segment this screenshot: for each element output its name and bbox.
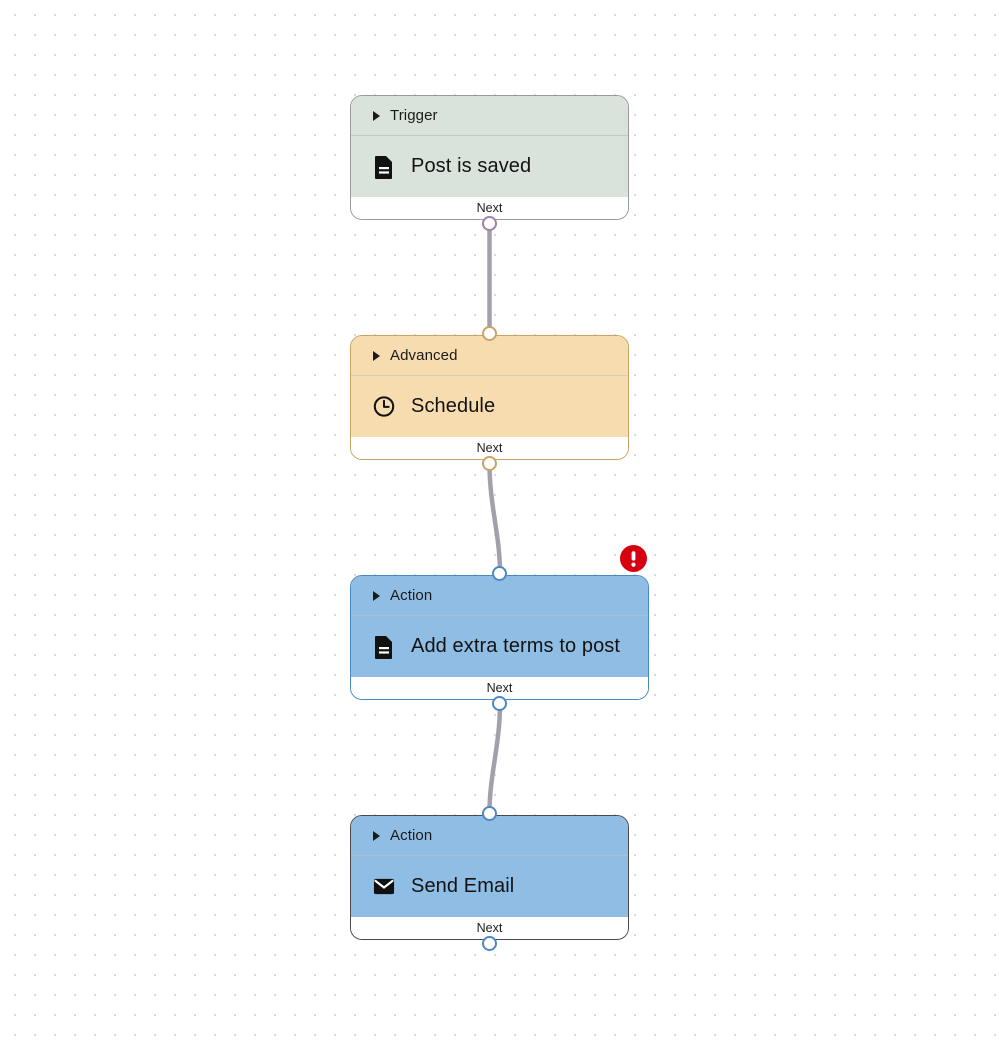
node-kind-label: Advanced — [390, 347, 458, 364]
envelope-icon — [373, 875, 395, 899]
workflow-node-advanced[interactable]: Advanced Schedule Next — [350, 335, 629, 460]
node-output-port-action-add-extra-terms[interactable] — [492, 696, 507, 711]
node-body[interactable]: Send Email — [351, 856, 628, 917]
node-kind-label: Trigger — [390, 107, 438, 124]
node-next-label: Next — [476, 201, 503, 215]
node-footer[interactable]: Next — [351, 677, 648, 699]
node-kind-label: Action — [390, 587, 433, 604]
node-next-label: Next — [486, 681, 513, 695]
chevron-right-icon[interactable] — [373, 830, 380, 841]
node-footer[interactable]: Next — [351, 437, 628, 459]
node-output-port-advanced[interactable] — [482, 456, 497, 471]
exclamation-icon — [631, 551, 636, 567]
node-body[interactable]: Schedule — [351, 376, 628, 437]
clock-icon — [373, 395, 395, 419]
node-footer[interactable]: Next — [351, 917, 628, 939]
node-input-port-action-add-extra-terms[interactable] — [492, 566, 507, 581]
node-input-port-action-send-email[interactable] — [482, 806, 497, 821]
chevron-right-icon[interactable] — [373, 110, 380, 121]
node-divider — [351, 855, 628, 856]
node-next-label: Next — [476, 441, 503, 455]
node-header[interactable]: Advanced — [351, 336, 628, 375]
document-icon — [373, 635, 395, 659]
node-input-port-advanced[interactable] — [482, 326, 497, 341]
node-body[interactable]: Add extra terms to post — [351, 616, 648, 677]
node-kind-label: Action — [390, 827, 433, 844]
edge-advanced-to-action[interactable] — [487, 461, 503, 576]
node-divider — [351, 375, 628, 376]
node-footer[interactable]: Next — [351, 197, 628, 219]
node-divider — [351, 615, 648, 616]
chevron-right-icon[interactable] — [373, 350, 380, 361]
edge-action-to-email[interactable] — [487, 701, 503, 815]
node-title: Post is saved — [411, 155, 532, 177]
node-header[interactable]: Action — [351, 576, 648, 615]
node-header[interactable]: Trigger — [351, 96, 628, 135]
chevron-right-icon[interactable] — [373, 590, 380, 601]
node-title: Schedule — [411, 395, 496, 417]
workflow-node-action-add-extra-terms[interactable]: Action Add extra terms to post Next — [350, 575, 649, 700]
node-next-label: Next — [476, 921, 503, 935]
node-title: Add extra terms to post — [411, 635, 621, 657]
node-divider — [351, 135, 628, 136]
document-icon — [373, 155, 395, 179]
node-title: Send Email — [411, 875, 515, 897]
node-output-port-trigger[interactable] — [482, 216, 497, 231]
node-error-badge[interactable] — [620, 545, 647, 572]
workflow-node-action-send-email[interactable]: Action Send Email Next — [350, 815, 629, 940]
node-body[interactable]: Post is saved — [351, 136, 628, 197]
node-header[interactable]: Action — [351, 816, 628, 855]
workflow-node-trigger[interactable]: Trigger Post is saved Next — [350, 95, 629, 220]
node-output-port-action-send-email[interactable] — [482, 936, 497, 951]
